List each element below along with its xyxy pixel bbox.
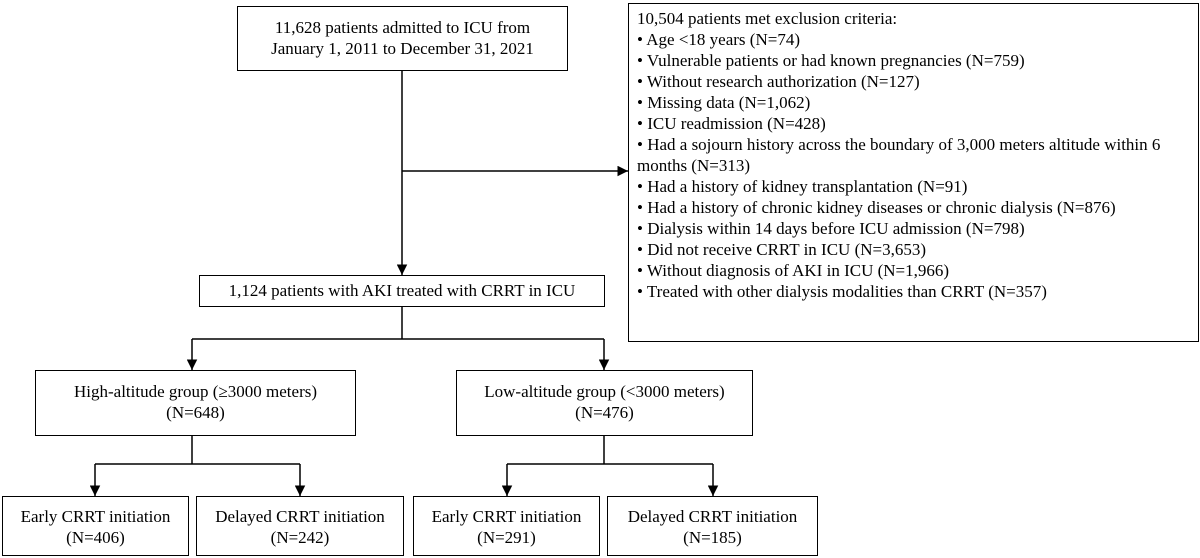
start-line-2: January 1, 2011 to December 31, 2021 <box>271 39 534 58</box>
exclusion-item: • Age <18 years (N=74) <box>637 30 800 49</box>
start-box: 11,628 patients admitted to ICU from Jan… <box>237 6 568 71</box>
cohort-box: 1,124 patients with AKI treated with CRR… <box>199 275 605 307</box>
low-early-count: (N=291) <box>477 528 536 547</box>
exclusion-item: • Had a history of chronic kidney diseas… <box>637 198 1116 217</box>
exclusion-item: • Without diagnosis of AKI in ICU (N=1,9… <box>637 261 950 280</box>
high-altitude-box: High-altitude group (≥3000 meters) (N=64… <box>35 370 356 436</box>
high-early-title: Early CRRT initiation <box>20 507 171 526</box>
low-delayed-box: Delayed CRRT initiation (N=185) <box>607 496 818 556</box>
exclusion-item: • Had a sojourn history across the bound… <box>637 135 1161 175</box>
high-altitude-count: (N=648) <box>166 403 225 422</box>
cohort-label: 1,124 patients with AKI treated with CRR… <box>228 281 576 300</box>
high-altitude-title: High-altitude group (≥3000 meters) <box>73 382 318 401</box>
high-delayed-box: Delayed CRRT initiation (N=242) <box>196 496 404 556</box>
low-delayed-count: (N=185) <box>683 528 742 547</box>
high-delayed-count: (N=242) <box>270 528 330 547</box>
high-early-count: (N=406) <box>66 528 125 547</box>
low-altitude-box: Low-altitude group (<3000 meters) (N=476… <box>456 370 753 436</box>
low-delayed-title: Delayed CRRT initiation <box>627 507 798 526</box>
exclusion-item: • Dialysis within 14 days before ICU adm… <box>637 219 1025 238</box>
low-early-title: Early CRRT initiation <box>431 507 582 526</box>
exclusion-item: • Missing data (N=1,062) <box>637 93 811 112</box>
low-early-box: Early CRRT initiation (N=291) <box>413 496 600 556</box>
exclusion-item: • Vulnerable patients or had known pregn… <box>637 51 1025 70</box>
exclusion-title: 10,504 patients met exclusion criteria: <box>637 9 898 28</box>
exclusion-item: • Did not receive CRRT in ICU (N=3,653) <box>637 240 926 259</box>
exclusion-box: 10,504 patients met exclusion criteria: … <box>628 3 1199 342</box>
start-line-1: 11,628 patients admitted to ICU from <box>274 18 531 37</box>
high-early-box: Early CRRT initiation (N=406) <box>2 496 189 556</box>
low-altitude-count: (N=476) <box>575 403 634 422</box>
exclusion-item: • ICU readmission (N=428) <box>637 114 826 133</box>
exclusion-item: • Treated with other dialysis modalities… <box>637 282 1047 301</box>
low-altitude-title: Low-altitude group (<3000 meters) <box>484 382 725 401</box>
exclusion-item: • Without research authorization (N=127) <box>637 72 920 91</box>
exclusion-list: • Age <18 years (N=74) • Vulnerable pati… <box>637 29 1190 302</box>
high-delayed-title: Delayed CRRT initiation <box>215 507 385 526</box>
exclusion-item: • Had a history of kidney transplantatio… <box>637 177 968 196</box>
